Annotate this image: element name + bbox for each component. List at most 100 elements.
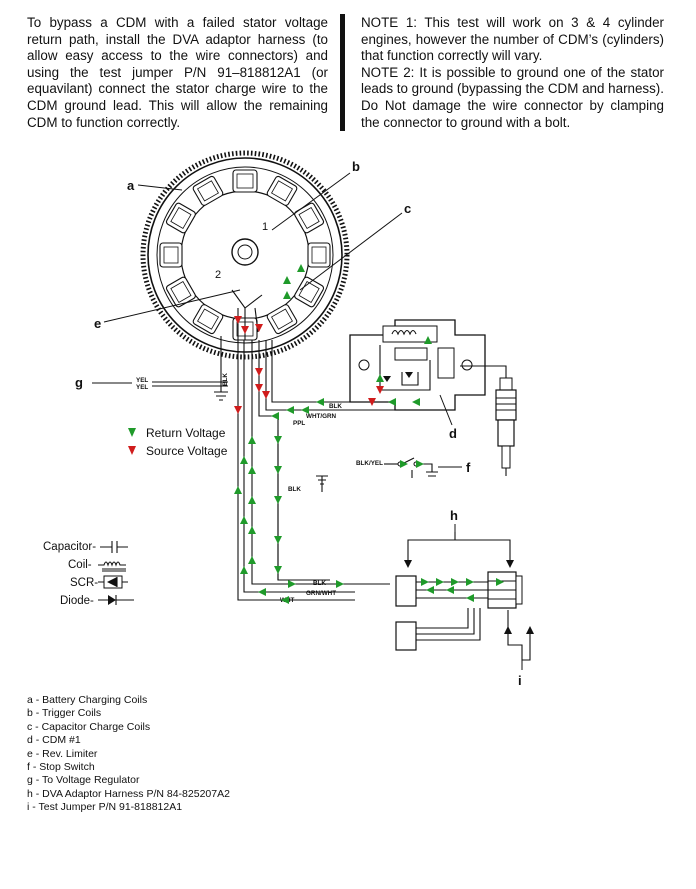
- callout-line-c: [299, 212, 403, 291]
- return-voltage-arrow: [288, 580, 296, 588]
- source-voltage-arrow: [234, 406, 242, 414]
- callout-line-e: [103, 289, 241, 323]
- wire-label-blk-mid: BLK: [288, 486, 301, 493]
- wire-label-grn-wht: GRN/WHT: [306, 590, 336, 597]
- return-voltage-arrow: [316, 398, 324, 406]
- stator-coil: [165, 276, 196, 308]
- return-voltage-arrow: [376, 374, 384, 382]
- cdm-module: [349, 319, 507, 411]
- connector-arrow: [526, 626, 534, 634]
- connector-arrow: [504, 626, 512, 634]
- return-voltage-arrow: [248, 436, 256, 444]
- main-harness: [220, 336, 398, 601]
- return-voltage-arrow: [466, 578, 474, 586]
- stator-coil: [232, 169, 258, 193]
- return-voltage-arrow: [496, 578, 504, 586]
- connector-arrow: [404, 560, 412, 568]
- legend-item-h: h - DVA Adaptor Harness P/N 84-825207A2: [27, 787, 230, 800]
- return-voltage-arrow: [240, 566, 248, 574]
- return-voltage-arrow: [416, 460, 424, 468]
- stator-coil: [294, 202, 325, 234]
- diode-symbol: [98, 595, 134, 605]
- cdm-mount-hole-left: [358, 359, 370, 371]
- return-voltage-arrow: [248, 466, 256, 474]
- return-voltage-arrow: [274, 566, 282, 574]
- coil-label: Coil-: [68, 559, 92, 571]
- return-voltage-arrow: [274, 466, 282, 474]
- stator-coil: [307, 242, 331, 268]
- dva-harness: [395, 532, 531, 661]
- legend-item-d: d - CDM #1: [27, 734, 81, 747]
- return-voltage-arrow: [274, 496, 282, 504]
- wire-label-blk-bottom: BLK: [313, 580, 326, 587]
- wire-label-yel-1: YEL: [136, 377, 148, 384]
- source-voltage-arrow: [255, 324, 263, 332]
- return-voltage-arrow: [240, 516, 248, 524]
- legend-item-g: g - To Voltage Regulator: [27, 774, 140, 787]
- stator: 1 2: [140, 150, 350, 360]
- diode-label: Diode-: [60, 595, 94, 607]
- wire-label-ppl: PPL: [293, 420, 305, 427]
- stator-coil: [192, 175, 224, 206]
- legend-item-b: b - Trigger Coils: [27, 707, 102, 720]
- wire-label-wht-grn: WHT/GRN: [306, 413, 337, 420]
- callout-d: d: [449, 426, 457, 441]
- return-voltage-arrow: [234, 486, 242, 494]
- return-voltage-arrow: [248, 526, 256, 534]
- note-1: NOTE 1: This test will work on 3 & 4 cyl…: [361, 15, 664, 64]
- return-voltage-arrow: [412, 398, 420, 406]
- intro-paragraph: To bypass a CDM with a failed stator vol…: [27, 15, 328, 130]
- return-voltage-arrow: [336, 580, 344, 588]
- return-voltage-arrow: [240, 456, 248, 464]
- wire-label-blk-vertical: BLK: [222, 373, 229, 386]
- return-voltage-arrow: [248, 556, 256, 564]
- return-voltage-arrow: [466, 594, 474, 602]
- callout-e: e: [94, 316, 101, 331]
- callout-h: h: [450, 508, 458, 523]
- stator-coil: [165, 202, 196, 234]
- capacitor-symbol: [100, 541, 128, 553]
- stator-number-1: 1: [262, 221, 268, 233]
- voltage-legend: Return Voltage Source Voltage: [128, 426, 228, 458]
- return-voltage-arrow: [271, 412, 279, 420]
- wire-label-blk-top: BLK: [329, 403, 342, 410]
- stator-inner-ring: [156, 166, 334, 344]
- source-voltage-label: Source Voltage: [146, 444, 228, 458]
- return-voltage-arrow: [297, 264, 305, 272]
- return-voltage-arrow: [301, 406, 309, 414]
- return-voltage-arrow: [286, 406, 294, 414]
- stator-coil: [159, 242, 183, 268]
- coil-symbol: [98, 561, 126, 572]
- return-voltage-arrow: [400, 460, 408, 468]
- scr-symbol: [98, 575, 128, 589]
- legend-item-f: f - Stop Switch: [27, 761, 95, 774]
- return-voltage-arrow: [258, 588, 266, 596]
- wire-label-blk-yel: BLK/YEL: [356, 460, 383, 467]
- note-2: NOTE 2: It is possible to ground one of …: [361, 64, 664, 130]
- source-voltage-arrow: [241, 326, 249, 334]
- stator-coil: [266, 304, 298, 335]
- return-voltage-arrow: [283, 276, 291, 284]
- source-voltage-arrow: [255, 384, 263, 392]
- legend-item-c: c - Capacitor Charge Coils: [27, 720, 151, 733]
- callout-a: a: [127, 178, 135, 193]
- source-voltage-arrow: [368, 398, 376, 406]
- stop-switch: [384, 457, 462, 478]
- component-legend: a - Battery Charging Coils b - Trigger C…: [27, 694, 230, 815]
- return-voltage-arrow: [283, 291, 291, 299]
- source-voltage-arrow: [255, 368, 263, 376]
- legend-item-e: e - Rev. Limiter: [27, 747, 98, 760]
- scr-label: SCR-: [70, 577, 98, 589]
- wiring-diagram: 1 2: [43, 150, 534, 688]
- wire-label-yel-2: YEL: [136, 384, 148, 391]
- return-voltage-label: Return Voltage: [146, 426, 226, 440]
- return-voltage-arrow: [451, 578, 459, 586]
- legend-item-a: a - Battery Charging Coils: [27, 694, 148, 706]
- flow-arrows: [234, 264, 534, 634]
- return-voltage-arrow: [388, 398, 396, 406]
- callout-line-a: [137, 184, 183, 191]
- return-voltage-marker: [128, 428, 136, 437]
- source-voltage-arrow: [376, 386, 384, 394]
- return-voltage-arrow: [281, 596, 289, 604]
- symbol-legend: Capacitor- Coil- SCR- Diode-: [43, 541, 134, 607]
